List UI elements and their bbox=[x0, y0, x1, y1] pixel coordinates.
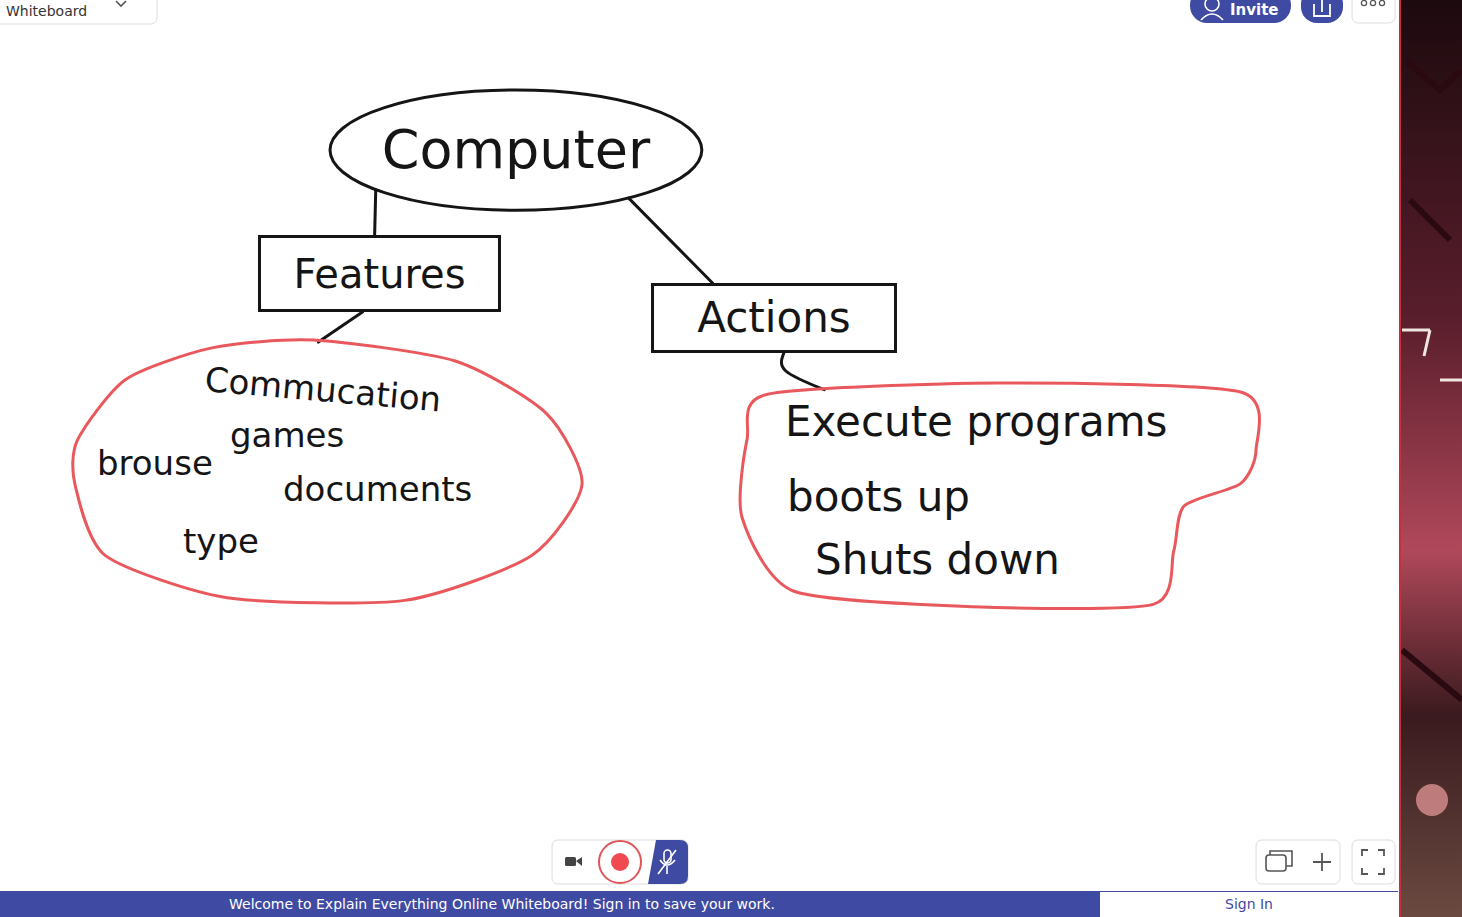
node-title: Features bbox=[294, 251, 466, 297]
banner-text: Welcome to Explain Everything Online Whi… bbox=[229, 896, 775, 913]
board-dropdown bbox=[0, 0, 157, 24]
feature-cloud: Commucationgames brouse documents type bbox=[75, 340, 582, 603]
pages-icon bbox=[1266, 855, 1286, 871]
connector-line bbox=[781, 353, 824, 390]
list-item: games bbox=[230, 416, 344, 455]
pages-icon bbox=[1270, 851, 1292, 866]
fullscreen-icon bbox=[1362, 850, 1384, 874]
menu-button bbox=[1352, 0, 1395, 23]
list-item: boots up bbox=[787, 473, 970, 521]
connector-line bbox=[318, 312, 362, 342]
record-button bbox=[611, 853, 629, 871]
menu-dot bbox=[1361, 0, 1366, 5]
add-icon bbox=[1313, 853, 1331, 871]
list-item: Execute programs bbox=[785, 398, 1167, 446]
record-button bbox=[599, 841, 641, 883]
sign-in-area bbox=[1100, 891, 1398, 917]
list-item: brouse bbox=[97, 444, 213, 483]
side-image bbox=[1400, 0, 1462, 917]
sign-in-border bbox=[1100, 891, 1398, 892]
mic-icon bbox=[658, 850, 676, 874]
connector-line bbox=[629, 198, 713, 283]
view-controls bbox=[1256, 840, 1340, 884]
cloud-outline bbox=[740, 383, 1259, 609]
list-item: Shuts down bbox=[815, 536, 1060, 584]
share-button bbox=[1301, 0, 1343, 23]
list-item: documents bbox=[283, 470, 472, 509]
connector-line bbox=[375, 190, 376, 235]
ellipse-outline bbox=[330, 90, 702, 210]
link-label: Sign In bbox=[1225, 896, 1273, 913]
menu-dot bbox=[1370, 0, 1375, 5]
mic-button bbox=[648, 840, 688, 884]
menu-dot bbox=[1379, 0, 1384, 5]
node-title: Actions bbox=[697, 294, 850, 342]
board-name: Whiteboard bbox=[6, 3, 87, 20]
side-image bbox=[1416, 784, 1448, 816]
chevron-icon bbox=[116, 1, 126, 6]
invite-button bbox=[1190, 0, 1291, 23]
side-image-border bbox=[1399, 0, 1401, 917]
side-image bbox=[1402, 60, 1462, 700]
category-box: Features bbox=[258, 235, 501, 312]
topic-ellipse: Computer bbox=[328, 88, 704, 212]
welcome-banner bbox=[0, 891, 1100, 917]
cloud-outline bbox=[73, 340, 582, 603]
side-image bbox=[1402, 330, 1462, 380]
camera-icon bbox=[565, 857, 576, 866]
button-label: Invite bbox=[1230, 2, 1279, 19]
person-icon bbox=[1205, 0, 1219, 11]
person-icon bbox=[1201, 14, 1223, 20]
node-title: Computer bbox=[382, 119, 650, 181]
camera-icon bbox=[576, 857, 582, 866]
list-item: Commucation bbox=[203, 360, 443, 420]
category-box: Actions bbox=[651, 283, 897, 353]
record-controls bbox=[552, 840, 688, 884]
fullscreen-button bbox=[1352, 840, 1395, 884]
share-icon bbox=[1314, 0, 1330, 16]
action-cloud: Execute programs boots up Shuts down bbox=[742, 383, 1256, 607]
list-item: type bbox=[183, 522, 259, 561]
